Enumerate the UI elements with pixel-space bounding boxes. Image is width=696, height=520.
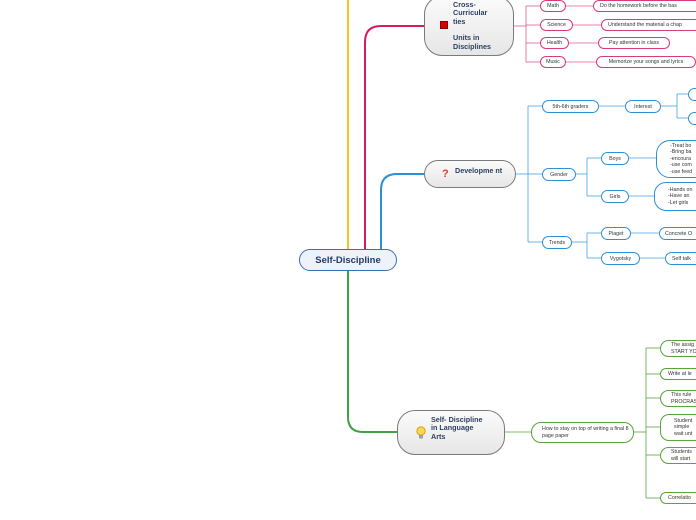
piaget-detail[interactable]: Concrete O (659, 227, 696, 240)
root-topic[interactable]: Self-Discipline (299, 249, 397, 271)
writing-tip-1-text: The assig START YO (671, 342, 696, 355)
writing-paper-node[interactable]: How to stay on top of writing a final 8 … (531, 422, 634, 443)
writing-tip-1[interactable]: The assig START YO (660, 340, 696, 357)
development-lines (516, 93, 688, 259)
topic-cross-curricular[interactable]: Cross- Curricular ties Units in Discipli… (424, 0, 514, 56)
boys-tips[interactable]: -Treat bo -Bring ba -encoura -use com -u… (656, 140, 696, 178)
trends-node[interactable]: Trends (542, 236, 572, 249)
piaget-node[interactable]: Piaget (601, 227, 631, 240)
science-detail[interactable]: Understand the material a chap (601, 19, 696, 31)
writing-paper-label: How to stay on top of writing a final 8 … (542, 426, 629, 439)
cross-title-line4: Units in (453, 33, 480, 43)
writing-tip-3-text: This rule PROCRAS (671, 392, 696, 405)
cross-title-line3: ties (453, 16, 466, 26)
writing-tip-6[interactable]: Correlatio (660, 492, 696, 504)
vygotsky-detail[interactable]: Self talk (665, 252, 696, 265)
subject-music[interactable]: Music (540, 56, 566, 68)
health-detail[interactable]: Pay attention in class (598, 37, 670, 49)
girls-node[interactable]: Girls (601, 190, 629, 203)
music-detail[interactable]: Memorize your songs and lyrics (596, 56, 696, 68)
girls-tips[interactable]: -Hands on -Have an -Let girls (654, 182, 696, 211)
writing-tip-2-text: Write at le (668, 370, 692, 377)
writing-tip-4[interactable]: Student simple wait unt (660, 414, 696, 441)
writing-tip-5-text: Students will start (671, 449, 692, 462)
writing-tip-2[interactable]: Write at le (660, 368, 696, 380)
math-detail[interactable]: Do the homework before the bas (593, 0, 696, 12)
pink-branch-line (364, 25, 424, 249)
cross-title-line5: Disciplines (453, 41, 491, 51)
subject-math[interactable]: Math (540, 0, 566, 12)
language-arts-lines (505, 347, 660, 499)
grade-level-node[interactable]: 5th-6th graders (542, 100, 599, 113)
question-mark-icon: ? (442, 168, 449, 180)
blue-branch-line (380, 173, 424, 249)
interest-child-1[interactable] (688, 88, 696, 101)
red-square-icon (440, 21, 448, 29)
writing-tip-5[interactable]: Students will start (660, 447, 696, 464)
topic-language-arts-label: Self- Discipline in Language Arts (431, 415, 483, 441)
topic-cross-curricular-label: Cross- Curricular ties Units in Discipli… (453, 0, 511, 51)
interest-node[interactable]: Interest (625, 100, 661, 113)
topic-language-arts[interactable]: Self- Discipline in Language Arts (397, 410, 505, 455)
vygotsky-node[interactable]: Vygotsky (601, 252, 640, 265)
topic-development-label: Developme nt (455, 166, 503, 175)
lightbulb-icon (416, 426, 426, 440)
subject-health[interactable]: Health (540, 37, 569, 49)
interest-child-2[interactable] (688, 112, 696, 125)
girls-tips-text: -Hands on -Have an -Let girls (668, 186, 693, 206)
boys-tips-text: -Treat bo -Bring ba -encoura -use com -u… (670, 142, 693, 175)
gender-node[interactable]: Gender (542, 168, 576, 181)
green-branch-line (347, 271, 397, 433)
writing-tip-4-text: Student simple wait unt (674, 417, 693, 437)
writing-tip-3[interactable]: This rule PROCRAS (660, 390, 696, 407)
writing-tip-6-text: Correlatio (668, 494, 691, 501)
cross-title-line2: Curricular (453, 8, 488, 18)
cross-subject-lines (513, 5, 601, 63)
cross-title-line1: Cross- (453, 0, 476, 9)
boys-node[interactable]: Boys (601, 152, 629, 165)
topic-development[interactable]: ? Developme nt (424, 160, 516, 188)
subject-science[interactable]: Science (540, 19, 573, 31)
